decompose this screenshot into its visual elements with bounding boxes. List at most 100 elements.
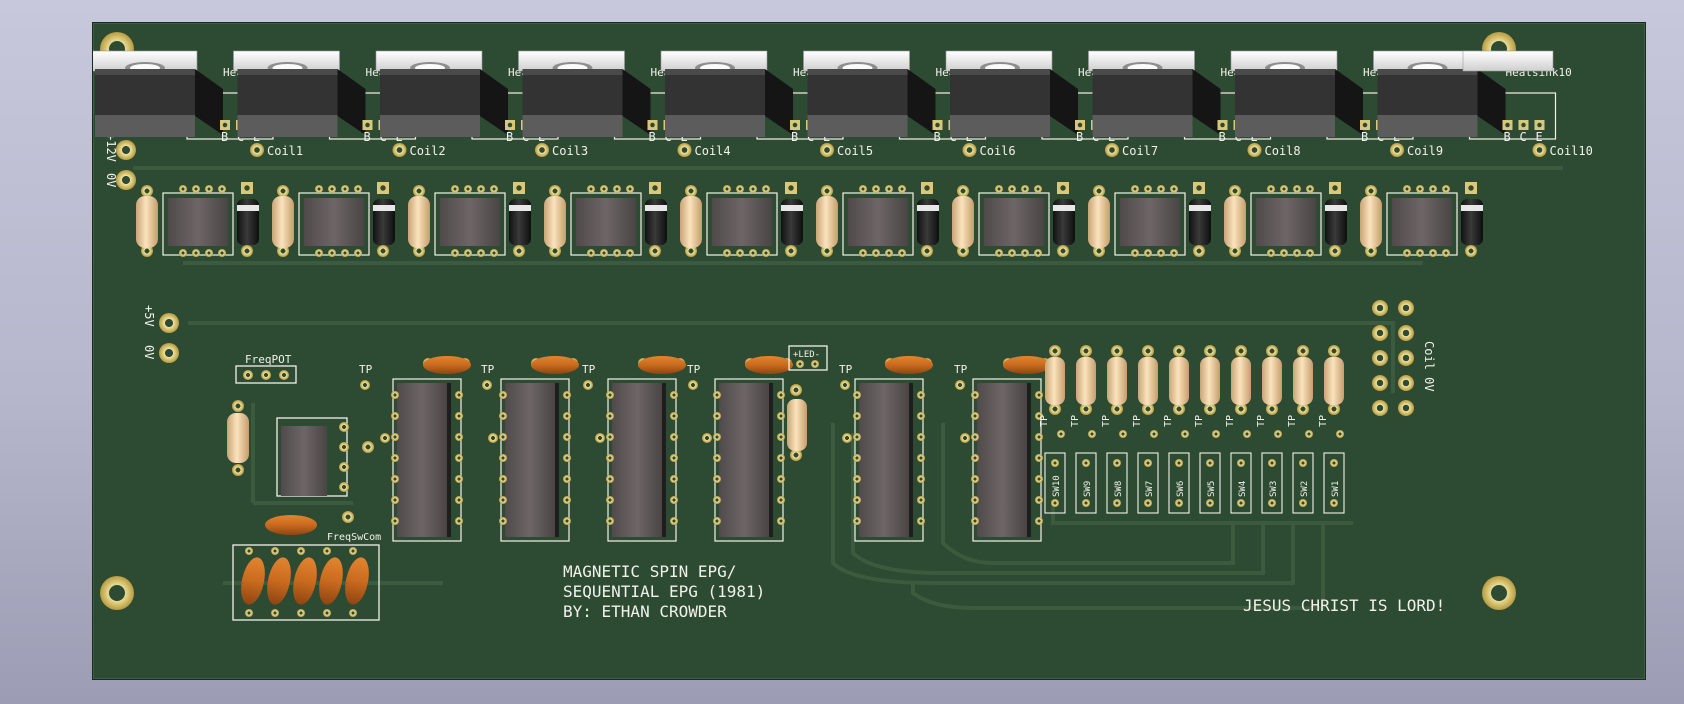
opto-stage xyxy=(680,182,803,257)
test-point-label: TP xyxy=(954,363,968,376)
timing-capacitor xyxy=(319,557,343,605)
label-5v: +5V xyxy=(142,305,156,327)
coil-0v-pads xyxy=(1372,300,1414,416)
logic-ic: TP xyxy=(582,356,686,542)
transistor-pin-label: B xyxy=(221,130,228,144)
logic-ic: TP xyxy=(839,356,933,542)
transistor-pin-label: C xyxy=(1520,130,1527,144)
pcb-artwork: +12V 0V +5V 0V Coil 0V Heatsink1BCECoil1… xyxy=(93,32,1593,621)
switch-section: TPSW10TPSW9TPSW8TPSW7TPSW6TPSW5TPSW4TPSW… xyxy=(1039,345,1345,514)
label-freq-pot: FreqPOT xyxy=(245,353,292,366)
coil-label: Coil4 xyxy=(695,144,731,158)
slogan: JESUS CHRIST IS LORD! xyxy=(1243,596,1445,615)
test-point-label: TP xyxy=(582,363,596,376)
test-point-label: TP xyxy=(1256,415,1267,427)
opto-stage xyxy=(1360,182,1483,257)
timing-capacitor xyxy=(267,557,291,605)
transistor-pin-label: B xyxy=(506,130,513,144)
label-0v-low: 0V xyxy=(142,345,156,359)
coil-label: Coil9 xyxy=(1407,144,1443,158)
label-12v: +12V xyxy=(104,133,118,162)
driver-stage: Heatsink4BCECoil4 xyxy=(518,50,731,158)
switch-label: SW9 xyxy=(1083,481,1093,497)
test-point-label: TP xyxy=(481,363,495,376)
title-line-3: BY: ETHAN CROWDER xyxy=(563,602,727,621)
opto-stage xyxy=(136,182,259,257)
switch-stage: TP SW7 xyxy=(1132,345,1159,514)
pcb-board: +12V 0V +5V 0V Coil 0V Heatsink1BCECoil1… xyxy=(92,22,1646,680)
optocoupler-row xyxy=(136,182,1483,257)
timing-capacitor xyxy=(241,557,265,605)
switch-stage: TP SW8 xyxy=(1101,345,1128,514)
coil-label: Coil10 xyxy=(1550,144,1593,158)
switch-stage: TP SW2 xyxy=(1287,345,1314,514)
transistor-pin-label: B xyxy=(791,130,798,144)
coil-label: Coil8 xyxy=(1265,144,1301,158)
logic-ic: TP xyxy=(687,356,793,542)
test-point-label: TP xyxy=(1194,415,1205,427)
coil-label: Coil1 xyxy=(267,144,303,158)
switch-stage: TP SW3 xyxy=(1256,345,1283,514)
driver-stage: Heatsink3BCECoil3 xyxy=(375,50,588,158)
transistor-pin-label: B xyxy=(934,130,941,144)
timer-section: FreqPOT FreqSwCom xyxy=(227,353,381,621)
title-line-2: SEQUENTIAL EPG (1981) xyxy=(563,582,765,601)
transistor-pin-label: B xyxy=(649,130,656,144)
heatsink-tab-edge xyxy=(1462,50,1554,72)
timing-capacitor xyxy=(293,557,317,605)
opto-stage xyxy=(544,182,667,257)
opto-stage xyxy=(408,182,531,257)
timing-capacitor xyxy=(345,557,369,605)
label-0v: 0V xyxy=(104,173,118,187)
test-point-label: TP xyxy=(1132,415,1143,427)
test-point-label: TP xyxy=(1163,415,1174,427)
logic-section: TP TP TP TP TP TP xyxy=(359,356,1051,542)
opto-stage xyxy=(816,182,939,257)
label-freq-sw-com: FreqSwCom xyxy=(327,532,381,543)
coil-label: Coil3 xyxy=(552,144,588,158)
test-point-label: TP xyxy=(687,363,701,376)
driver-stage: Heatsink6BCECoil6 xyxy=(803,50,1016,158)
transistor-pin-label: B xyxy=(1219,130,1226,144)
opto-stage xyxy=(952,182,1075,257)
power-labels: +12V 0V +5V 0V Coil 0V xyxy=(104,133,1436,392)
switch-label: SW8 xyxy=(1114,481,1124,497)
driver-stages: Heatsink1BCECoil1Heatsink2BCECoil2Heatsi… xyxy=(93,50,1593,158)
label-coil-0v: Coil 0V xyxy=(1422,341,1436,392)
test-point-label: TP xyxy=(1070,415,1081,427)
transistor-pin-label: E xyxy=(1536,130,1543,144)
test-point-label: TP xyxy=(1318,415,1329,427)
test-point-label: TP xyxy=(1225,415,1236,427)
logic-ic: TP xyxy=(481,356,579,542)
switch-stage: TP SW6 xyxy=(1163,345,1190,514)
switch-label: SW6 xyxy=(1176,481,1186,497)
switch-label: SW5 xyxy=(1207,481,1217,497)
driver-stage: Heatsink1BCECoil1 xyxy=(93,50,303,158)
title-block: MAGNETIC SPIN EPG/ SEQUENTIAL EPG (1981)… xyxy=(563,562,1445,621)
test-point-label: TP xyxy=(1287,415,1298,427)
test-point-label: TP xyxy=(1101,415,1112,427)
coil-label: Coil7 xyxy=(1122,144,1158,158)
label-led: +LED- xyxy=(793,350,820,360)
coil-label: Coil5 xyxy=(837,144,873,158)
transistor-pin-label: B xyxy=(1076,130,1083,144)
opto-stage xyxy=(272,182,395,257)
opto-stage xyxy=(1224,182,1347,257)
switch-label: SW2 xyxy=(1300,481,1310,497)
test-point-label: TP xyxy=(839,363,853,376)
title-line-1: MAGNETIC SPIN EPG/ xyxy=(563,562,736,581)
logic-ic: TP xyxy=(359,356,471,542)
driver-stage: Heatsink7BCECoil7 xyxy=(945,50,1158,158)
switch-stage: TP SW5 xyxy=(1194,345,1221,514)
switch-label: SW3 xyxy=(1269,481,1279,497)
coil-label: Coil2 xyxy=(410,144,446,158)
switch-label: SW7 xyxy=(1145,481,1155,497)
switch-stage: TP SW9 xyxy=(1070,345,1097,514)
power-pads xyxy=(116,140,1414,416)
switch-stage: TP SW4 xyxy=(1225,345,1252,514)
switch-label: SW4 xyxy=(1238,481,1248,497)
test-point-label: TP xyxy=(359,363,373,376)
